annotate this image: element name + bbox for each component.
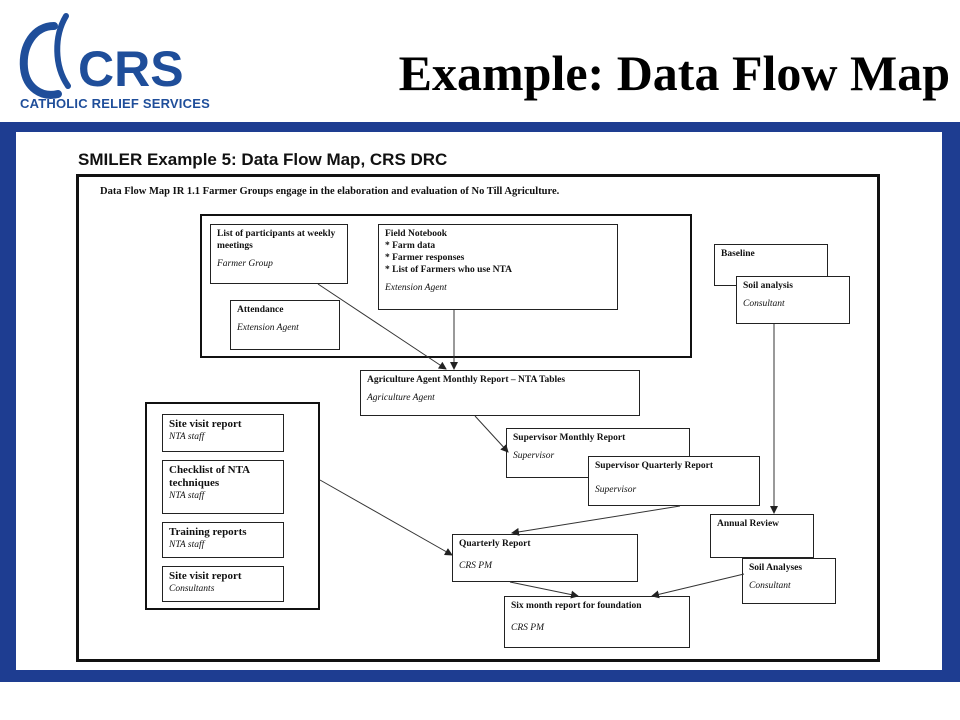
- attendance-title: Attendance: [237, 305, 284, 315]
- field-notebook-box: Field Notebook * Farm data * Farmer resp…: [378, 224, 618, 310]
- attendance-role: Extension Agent: [237, 323, 299, 333]
- attendance-box: Attendance Extension Agent: [230, 300, 340, 350]
- crs-logo-icon: CRS: [19, 13, 184, 99]
- annual-review-title: Annual Review: [717, 519, 780, 529]
- six-month-box: Six month report for foundation CRS PM: [504, 596, 690, 648]
- soil-analyses-role: Consultant: [749, 581, 791, 591]
- field-notebook-role: Extension Agent: [385, 283, 447, 293]
- soil-analysis-role: Consultant: [743, 299, 785, 309]
- field-notebook-bullet-1: * Farm data: [385, 241, 436, 251]
- training-role: NTA staff: [169, 540, 205, 550]
- site-visit-box-2: Site visit report Consultants: [162, 566, 284, 602]
- site-visit-box-1: Site visit report NTA staff: [162, 414, 284, 452]
- site-visit-1-role: NTA staff: [169, 432, 205, 442]
- sup-monthly-title: Supervisor Monthly Report: [513, 433, 626, 443]
- soil-analyses-box: Soil Analyses Consultant: [742, 558, 836, 604]
- site-visit-2-role: Consultants: [169, 584, 215, 594]
- diagram-border: [76, 174, 880, 662]
- soil-analysis-box: Soil analysis Consultant: [736, 276, 850, 324]
- logo-text: CATHOLIC RELIEF SERVICES: [20, 96, 210, 111]
- sup-quarterly-role: Supervisor: [595, 485, 637, 495]
- soil-analyses-title: Soil Analyses: [749, 563, 803, 573]
- soil-analysis-title: Soil analysis: [743, 281, 793, 291]
- checklist-role: NTA staff: [169, 491, 205, 501]
- participants-box: List of participants at weekly meetings …: [210, 224, 348, 284]
- six-month-title: Six month report for foundation: [511, 601, 642, 611]
- agri-report-title: Agriculture Agent Monthly Report – NTA T…: [367, 375, 566, 385]
- training-box: Training reports NTA staff: [162, 522, 284, 558]
- logo-mark: CRS: [78, 41, 184, 97]
- checklist-title: Checklist of NTA techniques: [169, 464, 250, 489]
- training-title: Training reports: [169, 526, 247, 538]
- field-notebook-bullet-3: * List of Farmers who use NTA: [385, 265, 513, 275]
- field-notebook-bullet-2: * Farmer responses: [385, 253, 465, 263]
- six-month-role: CRS PM: [511, 623, 544, 633]
- participants-title: List of participants at weekly meetings: [217, 229, 336, 251]
- checklist-box: Checklist of NTA techniques NTA staff: [162, 460, 284, 514]
- quarterly-title: Quarterly Report: [459, 539, 531, 549]
- nta-staff-frame: [145, 402, 320, 610]
- field-notebook-title: Field Notebook: [385, 229, 448, 239]
- slide-title: Example: Data Flow Map: [398, 45, 950, 101]
- diagram-heading: SMILER Example 5: Data Flow Map, CRS DRC: [78, 150, 448, 169]
- sup-quarterly-title: Supervisor Quarterly Report: [595, 461, 714, 471]
- diagram-subtitle: Data Flow Map IR 1.1 Farmer Groups engag…: [100, 186, 560, 197]
- sup-monthly-role: Supervisor: [513, 451, 555, 461]
- quarterly-role: CRS PM: [459, 561, 492, 571]
- agri-report-box: Agriculture Agent Monthly Report – NTA T…: [360, 370, 640, 416]
- participants-role: Farmer Group: [217, 259, 273, 269]
- agri-report-role: Agriculture Agent: [367, 393, 435, 403]
- site-visit-2-title: Site visit report: [169, 570, 242, 582]
- sup-quarterly-box: Supervisor Quarterly Report Supervisor: [588, 456, 760, 506]
- quarterly-box: Quarterly Report CRS PM: [452, 534, 638, 582]
- annual-review-box: Annual Review: [710, 514, 814, 558]
- site-visit-1-title: Site visit report: [169, 418, 242, 430]
- baseline-title: Baseline: [721, 249, 755, 259]
